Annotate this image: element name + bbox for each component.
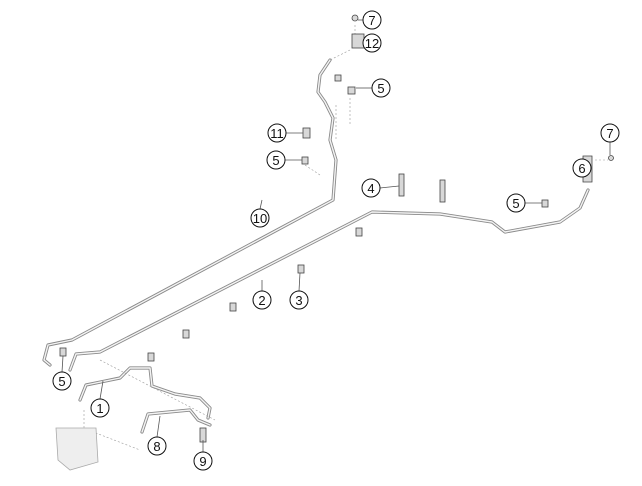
callout-5-right: 5 xyxy=(506,193,526,213)
leader-lines xyxy=(61,19,611,452)
callout-circle xyxy=(371,78,391,98)
brake-pipes xyxy=(42,58,590,434)
callout-label: 5 xyxy=(58,374,65,389)
callout-circle xyxy=(90,398,110,418)
callout-circle xyxy=(250,208,270,228)
brake-pipe-8 xyxy=(140,408,212,434)
callout-5-mid: 5 xyxy=(266,150,286,170)
callout-5-left: 5 xyxy=(52,371,72,391)
callout-9: 9 xyxy=(193,451,213,471)
callout-label: 3 xyxy=(295,293,302,308)
dashed-guides xyxy=(83,25,608,451)
clips xyxy=(55,14,614,471)
callout-4: 4 xyxy=(361,178,381,198)
callout-circle xyxy=(267,123,287,143)
callout-label: 12 xyxy=(365,36,379,51)
callout-circle xyxy=(52,371,72,391)
callout-8: 8 xyxy=(147,436,167,456)
callout-label: 8 xyxy=(153,439,160,454)
callout-label: 1 xyxy=(96,401,103,416)
callout-label: 5 xyxy=(512,196,519,211)
callout-label: 7 xyxy=(606,126,613,141)
callout-circle xyxy=(289,290,309,310)
callout-label: 2 xyxy=(258,293,265,308)
callout-5-top: 5 xyxy=(371,78,391,98)
callout-11: 11 xyxy=(267,123,287,143)
callout-circle xyxy=(252,290,272,310)
callout-7-top: 7 xyxy=(362,10,382,30)
brake-pipe-2 xyxy=(68,188,590,372)
callout-10: 10 xyxy=(250,208,270,228)
abs-module xyxy=(55,427,99,471)
callout-circle xyxy=(362,33,382,53)
callout-circle xyxy=(572,158,592,178)
callout-label: 4 xyxy=(367,181,374,196)
callout-3: 3 xyxy=(289,290,309,310)
callout-label: 9 xyxy=(199,454,206,469)
callout-2: 2 xyxy=(252,290,272,310)
callout-circle xyxy=(361,178,381,198)
callout-circle xyxy=(193,451,213,471)
callout-label: 11 xyxy=(270,126,284,141)
callout-label: 5 xyxy=(377,81,384,96)
callout-label: 10 xyxy=(253,211,267,226)
callout-12: 12 xyxy=(362,33,382,53)
callout-circle xyxy=(506,193,526,213)
callout-label: 7 xyxy=(368,13,375,28)
callout-circle xyxy=(600,123,620,143)
callout-circle xyxy=(362,10,382,30)
callout-6: 6 xyxy=(572,158,592,178)
callout-1: 1 xyxy=(90,398,110,418)
brake-pipe-10 xyxy=(42,58,338,367)
callouts: 7 12 5 11 5 10 4 7 6 5 2 3 5 1 8 9 xyxy=(52,10,620,471)
callout-circle xyxy=(147,436,167,456)
callout-7-right: 7 xyxy=(600,123,620,143)
callout-label: 5 xyxy=(272,153,279,168)
callout-label: 6 xyxy=(578,161,585,176)
callout-circle xyxy=(266,150,286,170)
